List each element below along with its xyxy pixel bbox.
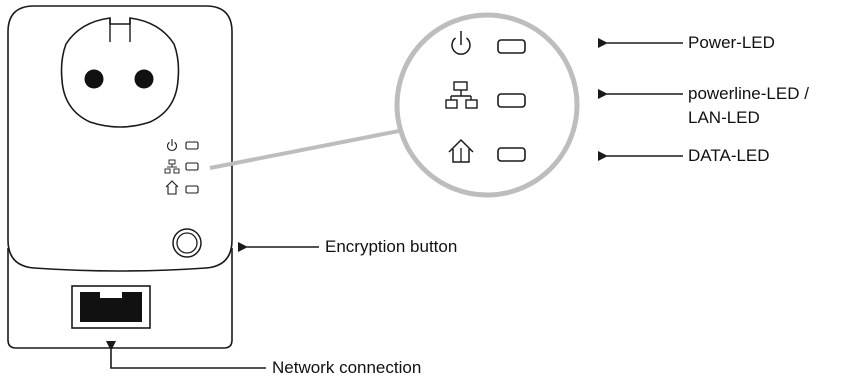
adapter-device xyxy=(7,5,233,349)
power-icon xyxy=(451,31,471,55)
powerline-led-label-line1: powerline-LED / xyxy=(688,84,809,103)
network-connection-arrow xyxy=(106,341,266,369)
device-led-powerline xyxy=(164,159,199,174)
power-led-indicator xyxy=(497,39,526,54)
power-socket xyxy=(60,17,180,128)
power-led-label: Power-LED xyxy=(688,33,775,52)
data-led-indicator xyxy=(497,147,526,162)
device-led-power xyxy=(166,139,199,152)
data-led-label: DATA-LED xyxy=(688,146,770,165)
network-connection-label: Network connection xyxy=(272,358,422,377)
device-led-data xyxy=(165,180,199,195)
led-callout xyxy=(209,12,580,198)
encryption-button-label: Encryption button xyxy=(325,237,458,256)
ethernet-port xyxy=(71,285,151,329)
powerline-led-label-line2: LAN-LED xyxy=(688,108,760,127)
socket-hole-right xyxy=(134,69,154,89)
home-icon xyxy=(448,138,474,163)
network-icon xyxy=(445,81,478,109)
encryption-button xyxy=(172,228,202,258)
label-arrows xyxy=(106,38,683,369)
callout-connector xyxy=(209,128,405,170)
powerline-led-indicator xyxy=(497,93,526,108)
socket-hole-left xyxy=(84,69,104,89)
callout-circle xyxy=(394,12,580,198)
